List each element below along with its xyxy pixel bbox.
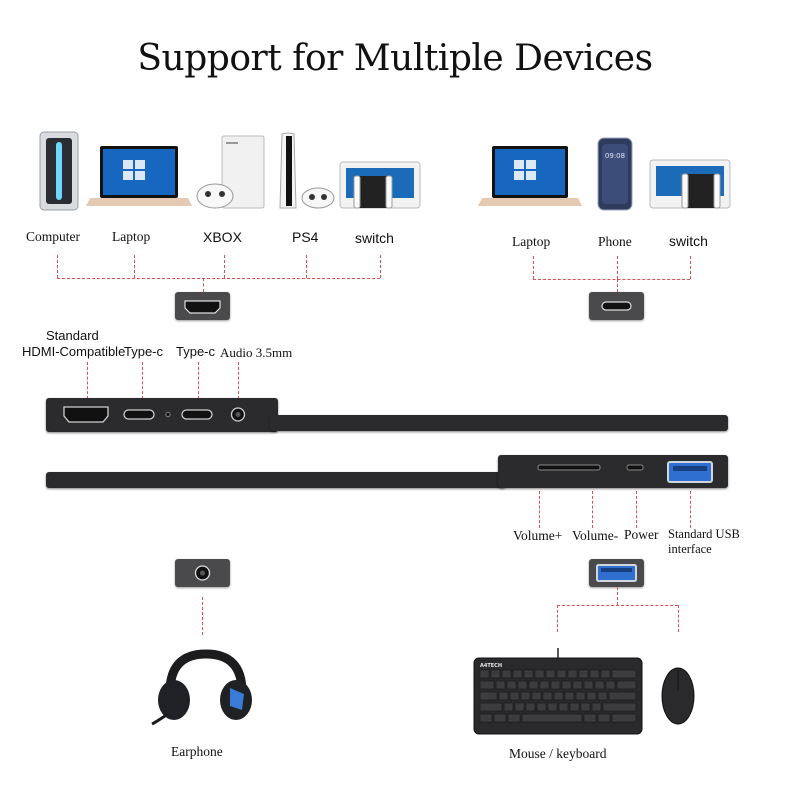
phone-icon: 09:08 [597, 137, 633, 211]
typec-port-icon [123, 409, 155, 420]
usb-port-icon [667, 461, 713, 483]
page-title: Support for Multiple Devices [137, 38, 653, 79]
monitor-right-side-body [46, 472, 506, 488]
connector-line [533, 256, 534, 279]
volume-rocker-icon [537, 464, 601, 471]
xbox-console-icon [196, 135, 265, 209]
typec-port-icon [181, 409, 213, 420]
connector-line [592, 491, 593, 528]
laptop-icon [478, 146, 582, 206]
connector-line [533, 279, 690, 280]
port-label-audio: Audio 3.5mm [220, 345, 293, 360]
desktop-pc-icon [39, 131, 79, 211]
connector-line [57, 255, 58, 278]
connector-line [306, 255, 307, 278]
port-label-typec-1: Type-c [124, 344, 164, 359]
typec-port-icon [589, 292, 644, 320]
connector-line [198, 362, 199, 399]
connector-line [238, 362, 239, 399]
control-label-volume-up: Volume+ [513, 528, 563, 543]
device-label-phone: Phone [598, 234, 632, 249]
audio-port-icon [175, 559, 230, 587]
connector-line [57, 278, 380, 279]
monitor-left-side-body [270, 415, 728, 431]
connector-line [539, 491, 540, 528]
device-label-computer: Computer [26, 229, 80, 244]
device-label-switch: switch [669, 233, 708, 249]
laptop-icon [86, 146, 192, 206]
device-label-ps4: PS4 [292, 229, 319, 245]
connector-line [690, 491, 691, 528]
connector-line [224, 255, 225, 278]
hdmi-devices-illustration [39, 131, 421, 211]
connector-line [617, 587, 618, 605]
indicator-icon [165, 411, 171, 418]
switch-console-icon [649, 159, 731, 209]
usb-port-icon [589, 559, 644, 587]
switch-console-icon [339, 161, 421, 209]
audio-jack-icon [230, 407, 246, 422]
connector-line [134, 255, 135, 278]
port-label-typec-2: Type-c [176, 344, 216, 359]
control-label-usb-line1: Standard USB [668, 527, 740, 541]
control-label-power: Power [624, 527, 659, 542]
connector-line [636, 491, 637, 528]
keyboard-mouse-illustration: A4TECH [473, 648, 695, 735]
power-button-icon [626, 464, 644, 471]
connector-line [380, 255, 381, 278]
connector-line [142, 362, 143, 399]
svg-text:09:08: 09:08 [605, 152, 625, 160]
connector-line [87, 362, 88, 399]
connector-line [617, 279, 618, 292]
mouse-keyboard-label: Mouse / keyboard [509, 746, 607, 761]
earphone-label: Earphone [171, 744, 223, 759]
device-label-switch: switch [355, 230, 394, 246]
connector-line [690, 256, 691, 279]
port-label-hdmi-line2: HDMI-Compatible [22, 344, 126, 359]
control-label-usb-line2: interface [668, 542, 712, 556]
connector-line [678, 605, 679, 632]
connector-line [202, 597, 203, 635]
device-label-laptop: Laptop [112, 229, 151, 244]
port-label-hdmi-line1: Standard [46, 328, 99, 343]
keyboard-brand: A4TECH [480, 663, 502, 669]
ps-console-icon [279, 132, 335, 209]
typec-devices-illustration: 09:08 [478, 137, 731, 211]
headset-icon [151, 649, 252, 726]
keyboard-icon: A4TECH [473, 657, 643, 735]
hdmi-port-icon [63, 406, 109, 423]
right-side-controls [537, 461, 713, 483]
connector-line [557, 605, 678, 606]
left-side-ports [63, 406, 246, 423]
connector-line [617, 256, 618, 279]
mouse-icon [661, 667, 695, 725]
connector-line [203, 278, 204, 292]
hdmi-port-icon [175, 292, 230, 320]
device-label-laptop: Laptop [512, 234, 551, 249]
connector-line [557, 605, 558, 632]
device-label-xbox: XBOX [203, 229, 242, 245]
control-label-volume-down: Volume- [572, 528, 619, 543]
